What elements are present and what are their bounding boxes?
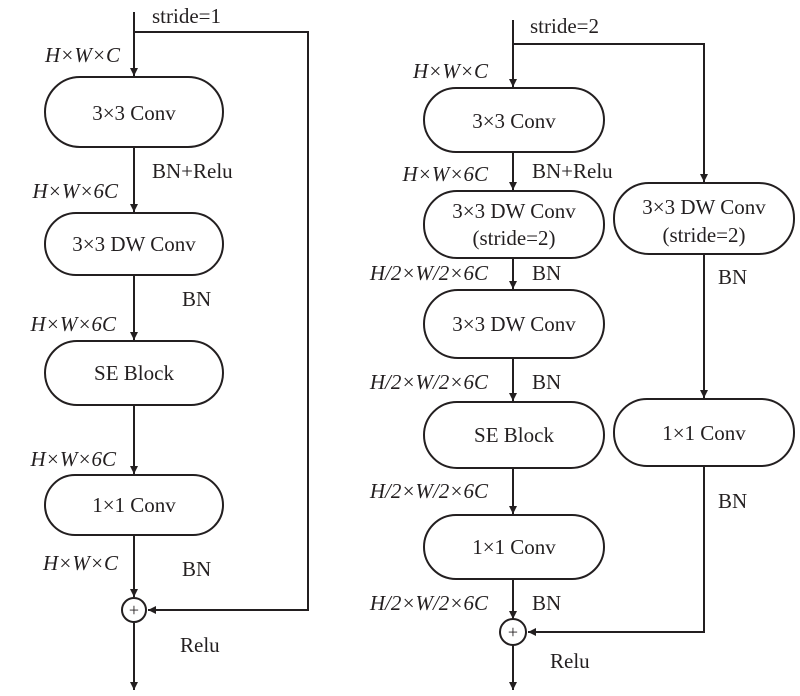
right-conv3x3-label: 3×3 Conv xyxy=(472,109,556,133)
left-dim-3: H×W×6C xyxy=(29,447,117,471)
left-bn-relu-label: BN+Relu xyxy=(152,159,233,183)
left-se-label: SE Block xyxy=(94,361,174,385)
right-shortcut-bn-label-1: BN xyxy=(718,265,747,289)
right-dim-3: H/2×W/2×6C xyxy=(369,370,489,394)
right-conv3x3-box xyxy=(423,87,605,153)
left-conv1x1-label: 1×1 Conv xyxy=(92,493,176,517)
right-shortcut-bn-label-2: BN xyxy=(718,489,747,513)
right-dwconv-label: 3×3 DW Conv xyxy=(452,312,576,336)
right-bn-label-3: BN xyxy=(532,591,561,615)
left-block: stride=1 3×3 Conv 3×3 DW Conv SE Block 1… xyxy=(29,4,309,690)
left-conv3x3-label: 3×3 Conv xyxy=(92,101,176,125)
left-se-box xyxy=(44,340,224,406)
right-shortcut-conv1x1-label: 1×1 Conv xyxy=(662,421,746,445)
right-stride-label: stride=2 xyxy=(530,14,599,38)
left-conv1x1-box xyxy=(44,474,224,536)
right-shortcut-conv1x1-box xyxy=(613,398,795,467)
right-dim-1: H×W×6C xyxy=(401,162,489,186)
right-conv1x1-label: 1×1 Conv xyxy=(472,535,556,559)
left-shortcut-line xyxy=(134,31,309,614)
right-se-label: SE Block xyxy=(474,423,554,447)
left-stride-label: stride=1 xyxy=(152,4,221,28)
right-add-symbol: + xyxy=(508,622,518,642)
right-shortcut-out xyxy=(528,466,705,636)
left-dim-4: H×W×C xyxy=(42,551,119,575)
left-dwconv-label: 3×3 DW Conv xyxy=(72,232,196,256)
right-bn-relu-label: BN+Relu xyxy=(532,159,613,183)
right-dim-0: H×W×C xyxy=(412,59,489,83)
right-dwconv-s2-label-1: 3×3 DW Conv xyxy=(452,199,576,223)
right-relu-label: Relu xyxy=(550,649,590,673)
right-conv1x1-box xyxy=(423,514,605,580)
left-add-symbol: + xyxy=(129,600,139,620)
right-dwconv-s2-box xyxy=(423,190,605,259)
right-add-node xyxy=(499,618,527,646)
left-bn-label-2: BN xyxy=(182,557,211,581)
right-block: stride=2 3×3 Conv 3×3 DW Conv (stride=2)… xyxy=(369,14,795,690)
right-shortcut-dwconv-label-2: (stride=2) xyxy=(663,223,746,247)
right-shortcut-dwconv-label-1: 3×3 DW Conv xyxy=(642,195,766,219)
left-dim-0: H×W×C xyxy=(44,43,121,67)
left-bn-label-1: BN xyxy=(182,287,211,311)
left-add-node xyxy=(121,597,147,623)
left-relu-label: Relu xyxy=(180,633,220,657)
right-dwconv-box xyxy=(423,289,605,359)
right-dim-2: H/2×W/2×6C xyxy=(369,261,489,285)
left-dwconv-box xyxy=(44,212,224,276)
right-shortcut-dwconv-box xyxy=(613,182,795,255)
right-bn-label-2: BN xyxy=(532,370,561,394)
right-shortcut-in xyxy=(513,43,708,182)
right-dim-5: H/2×W/2×6C xyxy=(369,591,489,615)
left-dim-2: H×W×6C xyxy=(29,312,117,336)
right-bn-label-1: BN xyxy=(532,261,561,285)
right-dwconv-s2-label-2: (stride=2) xyxy=(473,226,556,250)
right-se-box xyxy=(423,401,605,469)
left-dim-1: H×W×6C xyxy=(31,179,119,203)
left-conv3x3-box xyxy=(44,76,224,148)
right-dim-4: H/2×W/2×6C xyxy=(369,479,489,503)
